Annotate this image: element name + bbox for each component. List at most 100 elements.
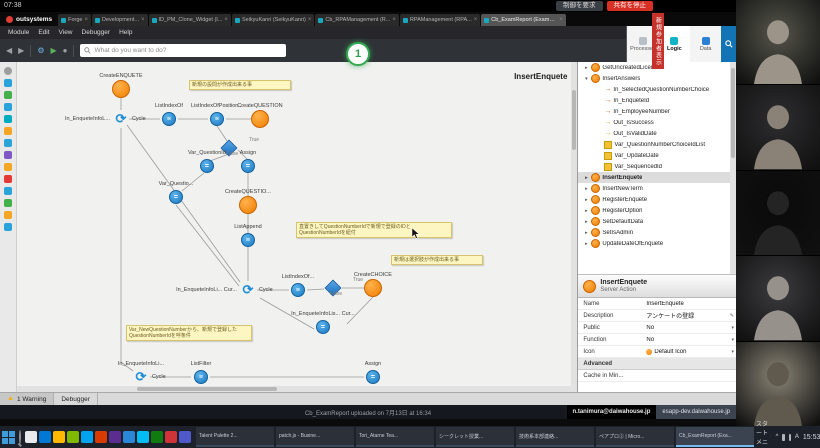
expand-arrow-icon[interactable]: ▸ (585, 240, 588, 247)
expand-arrow-icon[interactable]: ▸ (585, 196, 588, 203)
chevron-down-icon[interactable]: ▾ (731, 336, 734, 343)
tree-item[interactable]: ▸InsertEnquete (578, 172, 736, 183)
sticky-note[interactable]: Var_NewQuestionNumberから、新規で登録したQuestionN… (125, 325, 252, 341)
close-icon[interactable]: × (141, 17, 145, 23)
sticky-note[interactable]: 直置きしてQuestionNumberIdで新規で登録のIDとQuestionN… (295, 222, 452, 238)
participant-video[interactable] (736, 85, 820, 170)
request-control-button[interactable]: 制御を要求 (556, 1, 603, 11)
toolbox-icon[interactable] (3, 91, 12, 99)
ide-tab[interactable]: SeikyuKanri (SeikyuKanri)× (231, 14, 315, 26)
expand-arrow-icon[interactable]: ▸ (585, 229, 588, 236)
close-icon[interactable]: × (84, 17, 89, 23)
flow-node-cycle[interactable]: ⟳ (135, 369, 147, 384)
flow-node-assign[interactable]: = (240, 159, 255, 173)
expand-arrow-icon[interactable]: ▸ (585, 207, 588, 214)
taskbar-window-button[interactable]: Cb_ExamReport (Exa... (676, 427, 754, 447)
tree-item[interactable]: →In_EmployeeNumber (578, 106, 736, 117)
tree-item[interactable]: →In_SelectedQuestionNumberChoice (578, 84, 736, 95)
menu-edit[interactable]: Edit (38, 29, 50, 36)
taskbar-app-icon[interactable] (53, 431, 65, 443)
flow-canvas[interactable]: InsertEnquete CreateENQUETE⟳In_EnqueteIn… (16, 62, 578, 392)
taskbar-search-icon[interactable] (19, 430, 21, 444)
expand-arrow-icon[interactable]: ▸ (585, 218, 588, 225)
toolbox-icon[interactable] (3, 151, 12, 159)
ide-tab[interactable]: ID_PM_Clone_Widget (I...× (148, 14, 231, 26)
debugger-tab[interactable]: Debugger (54, 393, 98, 405)
menu-module[interactable]: Module (8, 29, 30, 36)
flow-node-list[interactable]: ≡ (240, 233, 255, 247)
tree-item[interactable]: ▸RegisterEnquete (578, 194, 736, 205)
flow-node-action[interactable] (363, 279, 382, 297)
toolbox-icon[interactable] (3, 199, 12, 207)
recording-banner[interactable]: 新規参加者表示 (652, 13, 664, 69)
menu-view[interactable]: View (58, 29, 73, 36)
close-icon[interactable]: × (224, 17, 228, 23)
flow-node-list[interactable]: ≡ (161, 112, 176, 126)
taskbar-app-icon[interactable] (81, 431, 93, 443)
flow-node-assign[interactable]: = (199, 159, 214, 173)
gear-icon[interactable]: ⚙ (37, 45, 45, 55)
flow-node-cycle[interactable]: ⟳ (242, 282, 254, 297)
flow-node-action[interactable] (250, 110, 269, 128)
toolbox-icon[interactable] (3, 211, 12, 219)
toolbox-icon[interactable] (3, 115, 12, 123)
tree-item[interactable]: Var_SequencedId (578, 161, 736, 172)
taskbar-app-icon[interactable] (95, 431, 107, 443)
participant-video[interactable] (736, 170, 820, 256)
flow-node-assign[interactable]: = (315, 320, 330, 334)
sticky-note[interactable]: 新規は選択肢が作成出来る事 (390, 255, 483, 265)
tree-item[interactable]: ▸InsertNewTerm (578, 183, 736, 194)
tree-item[interactable]: ▸UpdateDateOfEnquete (578, 238, 736, 249)
flow-node-action[interactable] (238, 196, 257, 214)
taskbar-app-icon[interactable] (123, 431, 135, 443)
taskbar-app-icon[interactable] (109, 431, 121, 443)
ide-tab[interactable]: Cb_ExamReport (ExamR...× (481, 14, 566, 26)
toolbox-icon[interactable] (3, 103, 12, 111)
global-search-button[interactable] (721, 26, 736, 62)
close-icon[interactable]: × (392, 17, 396, 23)
forward-icon[interactable]: ▶ (18, 45, 25, 55)
tree-item[interactable]: →Out_IsValidDate (578, 128, 736, 139)
participant-video[interactable] (736, 341, 820, 427)
close-icon[interactable]: × (307, 17, 312, 23)
menu-debugger[interactable]: Debugger (81, 29, 111, 36)
expand-arrow-icon[interactable]: ▸ (585, 174, 588, 181)
expand-arrow-icon[interactable]: ▸ (585, 64, 588, 71)
flow-node-list[interactable]: ≡ (193, 370, 208, 384)
ide-tab[interactable]: Development...× (92, 14, 148, 26)
canvas-vertical-scrollbar[interactable] (571, 62, 578, 392)
tree-item[interactable]: ▸GetUncreatedLicenses (578, 62, 736, 73)
taskbar-app-icon[interactable] (151, 431, 163, 443)
property-row[interactable]: Cache in Min... (578, 370, 736, 382)
flow-node-list[interactable]: ≡ (209, 112, 224, 126)
tray-volume-icon[interactable] (788, 433, 791, 441)
taskbar-start-menu-label[interactable]: スタート メニュー (756, 422, 769, 446)
toolbox-icon[interactable] (3, 223, 12, 231)
tree-item[interactable]: ▸SetDefaultData (578, 216, 736, 227)
expand-arrow-icon[interactable]: ▾ (585, 75, 588, 82)
tree-item[interactable]: Var_UpdateDate (578, 150, 736, 161)
toolbox-icon[interactable] (3, 187, 12, 195)
tray-chevron-icon[interactable]: ^ (775, 434, 779, 440)
flow-node-cycle[interactable]: ⟳ (115, 111, 127, 126)
tree-item[interactable]: ▾InsertAnswers (578, 73, 736, 84)
tree-item[interactable]: →Out_IsSuccess (578, 117, 736, 128)
toolbox-icon[interactable] (3, 67, 12, 75)
back-icon[interactable]: ◀ (6, 45, 13, 55)
environment-host[interactable]: esapp-dev.daiwahouse.jp (656, 405, 736, 419)
taskbar-app-icon[interactable] (179, 431, 191, 443)
menu-help[interactable]: Help (119, 29, 133, 36)
flow-node-assign[interactable]: = (365, 370, 380, 384)
tree-item[interactable]: ▸RegisterOption (578, 205, 736, 216)
tree-scrollbar[interactable] (730, 62, 736, 274)
stop-share-button[interactable]: 共有を停止 (606, 1, 653, 11)
participant-video[interactable] (736, 0, 820, 85)
taskbar-app-icon[interactable] (25, 431, 37, 443)
chevron-down-icon[interactable]: ▾ (731, 348, 734, 355)
taskbar-app-icon[interactable] (165, 431, 177, 443)
flow-node-assign[interactable]: = (168, 190, 183, 204)
